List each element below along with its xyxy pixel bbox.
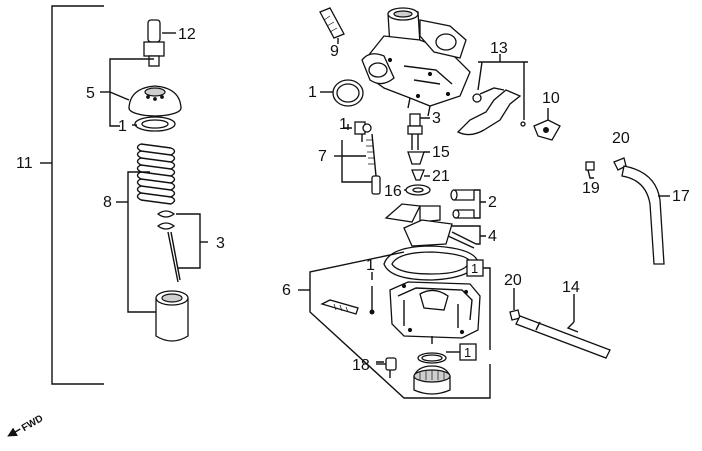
callout-21: 21 [432,168,450,185]
part-1-ring [134,116,176,132]
part-12-pin [143,19,176,67]
part-7-screw-set [334,121,381,195]
bracket-3-left [176,213,208,269]
callout-6: 6 [282,282,291,299]
part-3-needle [156,210,181,283]
part-1-washer-small [369,272,375,315]
part-1-o-ring [417,351,460,364]
part-15-needle-jet [407,113,430,165]
carburetor-body [361,7,471,117]
callout-3-left: 3 [216,235,225,252]
part-19-bolt [585,161,595,179]
callout-14: 14 [562,279,580,296]
part-9-screw [319,7,345,44]
callout-7: 7 [318,148,327,165]
callout-20-lower: 20 [504,272,522,289]
callout-5: 5 [86,85,95,102]
boxed-ref-upper: 1 [466,259,484,277]
part-8-spring [136,143,176,205]
callout-1-small: 1 [366,257,375,274]
callout-9: 9 [330,43,339,60]
bracket-8 [116,171,156,313]
bracket-5 [100,58,154,127]
part-13-bracket [456,54,528,136]
callout-15: 15 [432,144,450,161]
callout-1-left: 1 [118,118,127,135]
part-6-drain-screw [320,299,359,315]
part-1-gasket-top [320,79,364,107]
part-float-bowl [389,281,481,344]
callout-17: 17 [672,188,690,205]
part-10-clip [533,108,561,141]
part-17-tube [621,165,670,265]
boxed-ref-lower-text: 1 [464,345,471,360]
bracket-11 [40,5,104,385]
part-5-cap [128,85,182,117]
callout-8: 8 [103,194,112,211]
part-1-float-gasket [383,245,479,281]
part-21-jet [411,169,430,181]
callout-20-upper: 20 [612,130,630,147]
callout-16: 16 [384,183,402,200]
part-drain-cap [413,365,451,395]
fwd-label: FWD [20,413,45,434]
part-20-clip-lower [509,288,521,321]
boxed-ref-upper-text: 1 [471,261,478,276]
callout-19: 19 [582,180,600,197]
part-4-floats [384,203,486,249]
part-14-hose [515,294,611,359]
callout-3-center: 3 [432,110,441,127]
fwd-arrow: FWD [7,413,45,437]
callout-18: 18 [352,357,370,374]
part-2-float-pins [450,189,486,219]
part-18-screw [376,357,397,378]
part-16-washer [404,184,431,196]
part-8-slide [155,290,189,342]
callout-1-screw: 1 [339,116,348,133]
callout-12: 12 [178,26,196,43]
callout-10: 10 [542,90,560,107]
callout-2: 2 [488,194,497,211]
callout-11: 11 [16,155,33,172]
callout-1-gasket: 1 [308,84,317,101]
callout-4: 4 [488,228,497,245]
callout-13: 13 [490,40,508,57]
boxed-ref-lower: 1 [459,343,477,361]
